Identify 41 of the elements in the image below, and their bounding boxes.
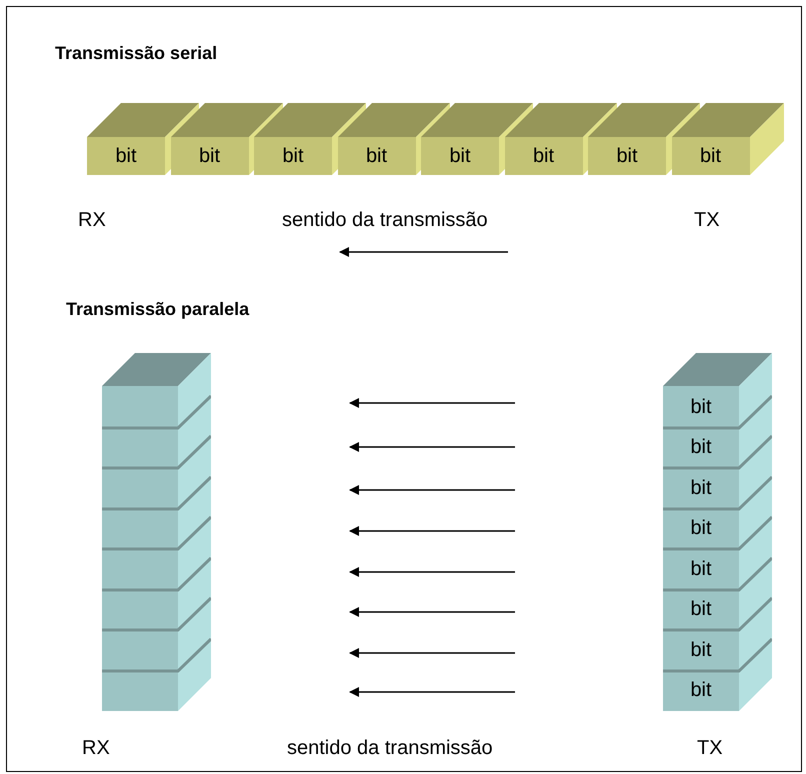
transmitter-label: TX [694, 208, 720, 233]
direction-label: sentido da transmissão [287, 736, 493, 761]
bit-label: bit [282, 146, 304, 166]
bit-block [663, 636, 772, 710]
transmitter-label: TX [697, 736, 723, 761]
bit-label: bit [690, 599, 712, 619]
bit-block [663, 353, 772, 427]
bit-block [102, 556, 211, 630]
bit-label: bit [198, 146, 220, 166]
bit-label: bit [532, 146, 554, 166]
direction-label: sentido da transmissão [282, 208, 488, 233]
bit-block [663, 596, 772, 670]
bit-block [663, 394, 772, 468]
bit-block [102, 515, 211, 589]
bit-label: bit [690, 437, 712, 457]
bit-label: bit [700, 146, 722, 166]
receiver-label: RX [82, 736, 110, 761]
bit-label: bit [449, 146, 471, 166]
bit-block [102, 596, 211, 670]
bit-label: bit [690, 478, 712, 498]
bit-label: bit [366, 146, 388, 166]
bit-label: bit [115, 146, 137, 166]
bit-label: bit [690, 518, 712, 538]
bit-block [663, 515, 772, 589]
bit-block [102, 434, 211, 508]
section-heading: Transmissão paralela [66, 298, 250, 321]
receiver-label: RX [78, 208, 106, 233]
bit-block [663, 474, 772, 548]
bit-label: bit [616, 146, 638, 166]
section-heading: Transmissão serial [55, 42, 218, 65]
bit-label: bit [690, 640, 712, 660]
bit-block [102, 353, 211, 427]
bit-label: bit [690, 680, 712, 700]
bit-block [663, 556, 772, 630]
bit-block [102, 474, 211, 548]
bit-block [102, 636, 211, 710]
bit-block [102, 394, 211, 468]
bit-label: bit [690, 396, 712, 416]
bit-block [672, 103, 784, 175]
bit-label: bit [690, 558, 712, 578]
bit-block [663, 434, 772, 508]
